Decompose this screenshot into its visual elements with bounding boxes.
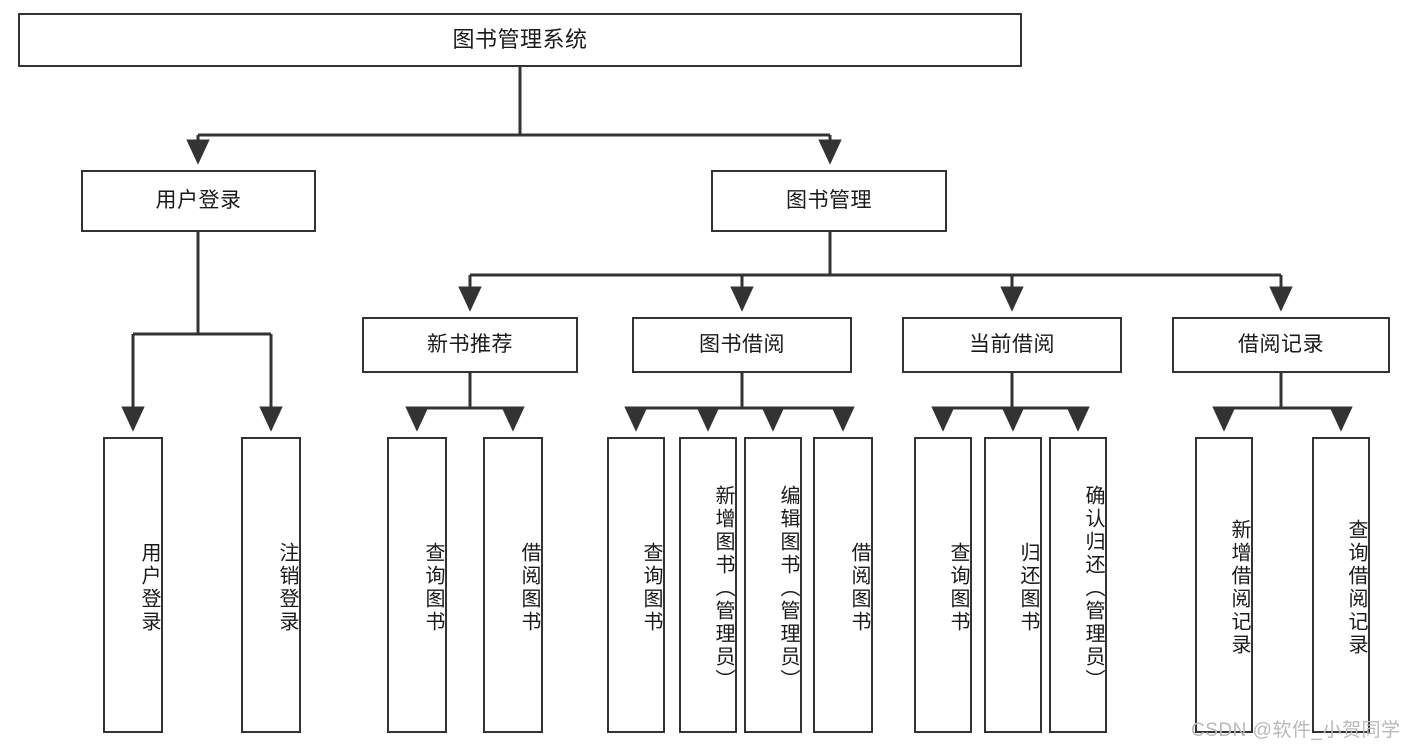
leaf-borrow-book-2[interactable]: 借阅图书: [813, 437, 873, 733]
node-label: 归还图书: [1017, 542, 1039, 634]
leaf-borrow-book-1[interactable]: 借阅图书: [483, 437, 543, 733]
node-label: 用户登录: [138, 542, 160, 634]
leaf-query-book-2[interactable]: 查询图书: [607, 437, 665, 733]
node-book-management[interactable]: 图书管理: [711, 170, 947, 232]
node-label: 确认归还（管理员）: [1082, 484, 1104, 692]
node-new-book-recommend[interactable]: 新书推荐: [362, 317, 578, 373]
leaf-query-book-1[interactable]: 查询图书: [387, 437, 447, 733]
node-label: 图书借阅: [699, 333, 785, 357]
node-label: 借阅图书: [518, 542, 540, 634]
leaf-return-book[interactable]: 归还图书: [984, 437, 1042, 733]
csdn-watermark: CSDN @软件_小贺同学: [1191, 715, 1400, 742]
node-borrow-record[interactable]: 借阅记录: [1172, 317, 1390, 373]
leaf-edit-book[interactable]: 编辑图书（管理员）: [744, 437, 802, 733]
leaf-add-record[interactable]: 新增借阅记录: [1195, 437, 1253, 733]
node-label: 图书管理: [786, 189, 872, 213]
node-label: 注销登录: [276, 542, 298, 634]
node-root-book-management-system[interactable]: 图书管理系统: [18, 13, 1022, 67]
watermark-text: CSDN @软件_小贺同学: [1191, 720, 1401, 741]
node-user-login[interactable]: 用户登录: [81, 170, 316, 232]
node-label: 查询图书: [947, 542, 969, 634]
leaf-query-book-3[interactable]: 查询图书: [914, 437, 972, 733]
leaf-confirm-return[interactable]: 确认归还（管理员）: [1049, 437, 1107, 733]
node-label: 查询图书: [422, 542, 444, 634]
node-label: 用户登录: [155, 189, 242, 213]
node-label: 当前借阅: [969, 333, 1055, 357]
node-current-borrow[interactable]: 当前借阅: [902, 317, 1122, 373]
node-label: 新增借阅记录: [1228, 519, 1250, 657]
node-label: 查询图书: [640, 542, 662, 634]
node-book-borrow[interactable]: 图书借阅: [632, 317, 852, 373]
node-label: 借阅图书: [848, 542, 870, 634]
node-label: 查询借阅记录: [1345, 519, 1367, 657]
node-label: 编辑图书（管理员）: [777, 484, 799, 692]
node-label: 新增图书（管理员）: [712, 484, 734, 692]
leaf-logout[interactable]: 注销登录: [241, 437, 301, 733]
leaf-add-book[interactable]: 新增图书（管理员）: [679, 437, 737, 733]
node-label: 图书管理系统: [452, 26, 588, 52]
leaf-query-record[interactable]: 查询借阅记录: [1312, 437, 1370, 733]
leaf-user-login[interactable]: 用户登录: [103, 437, 163, 733]
node-label: 新书推荐: [427, 333, 513, 357]
node-label: 借阅记录: [1238, 333, 1324, 357]
